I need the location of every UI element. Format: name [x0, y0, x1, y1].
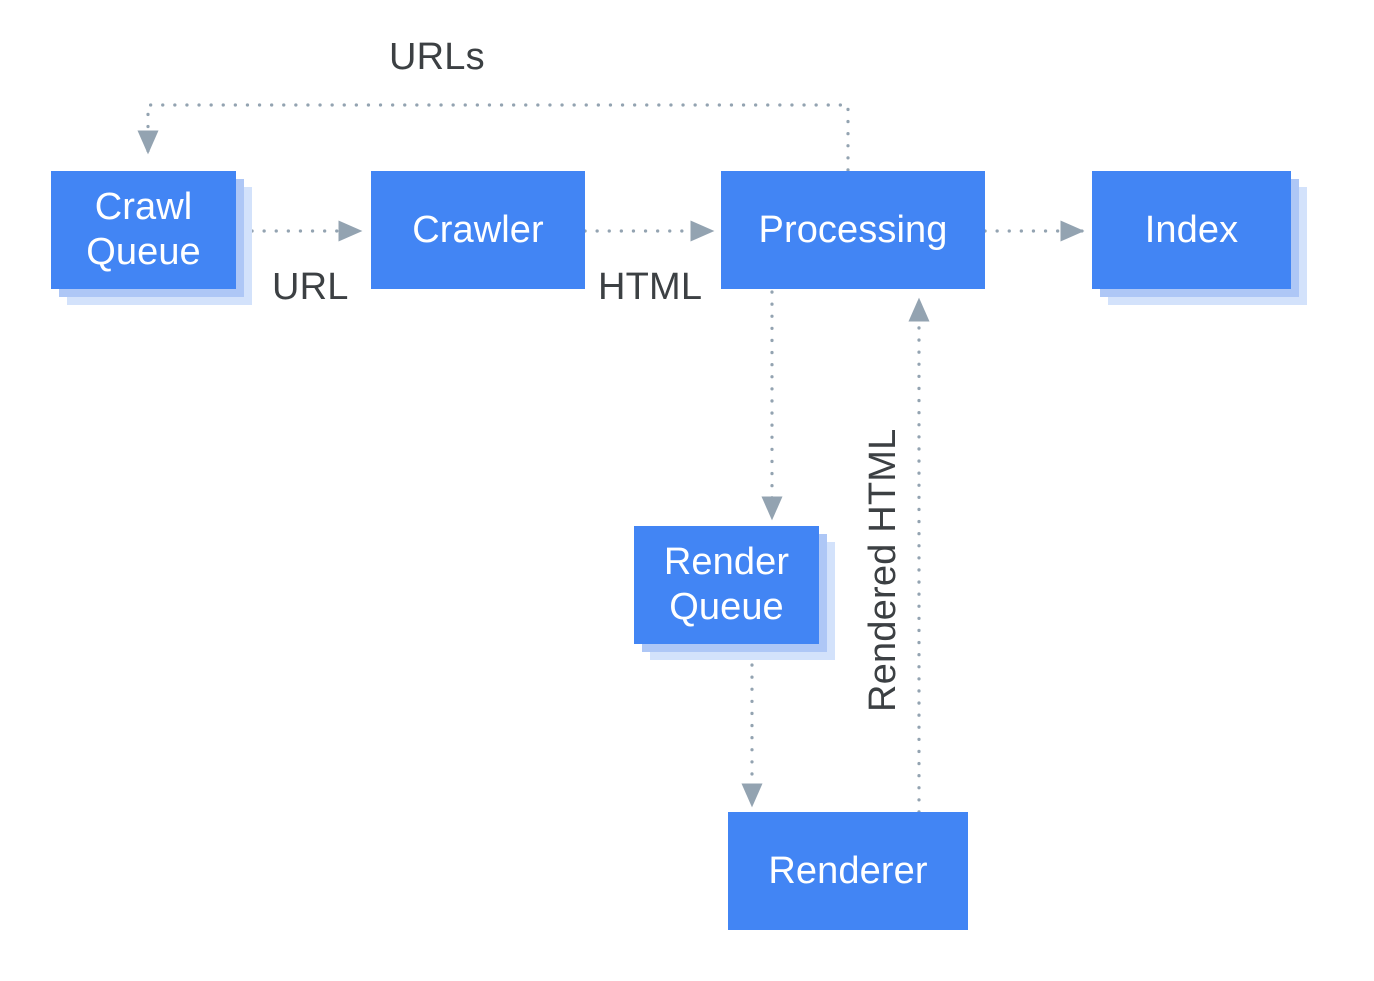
node-render-queue[interactable]: Render Queue	[634, 526, 819, 644]
node-crawl-queue-label-line2: Queue	[86, 231, 201, 273]
node-renderer-label: Renderer	[768, 849, 928, 892]
edge-urls	[137, 103, 850, 172]
node-render-queue-label-line2: Queue	[669, 586, 784, 628]
edge-label-url: URL	[272, 266, 349, 308]
edge-label-urls: URLs	[389, 36, 485, 78]
node-crawl-queue[interactable]: Crawl Queue	[51, 171, 236, 289]
edge-label-html: HTML	[598, 266, 703, 308]
node-index[interactable]: Index	[1092, 171, 1291, 289]
edge-label-rendered-html: Rendered HTML	[862, 428, 904, 713]
node-index-label: Index	[1144, 208, 1239, 251]
node-processing[interactable]: Processing	[721, 171, 985, 289]
node-render-queue-label-line1: Render	[663, 541, 790, 584]
node-renderer[interactable]: Renderer	[728, 812, 968, 930]
node-crawl-queue-label-line1: Crawl	[94, 186, 193, 229]
node-crawler[interactable]: Crawler	[371, 171, 585, 289]
node-processing-label: Processing	[758, 208, 948, 251]
node-crawler-label: Crawler	[412, 208, 544, 251]
